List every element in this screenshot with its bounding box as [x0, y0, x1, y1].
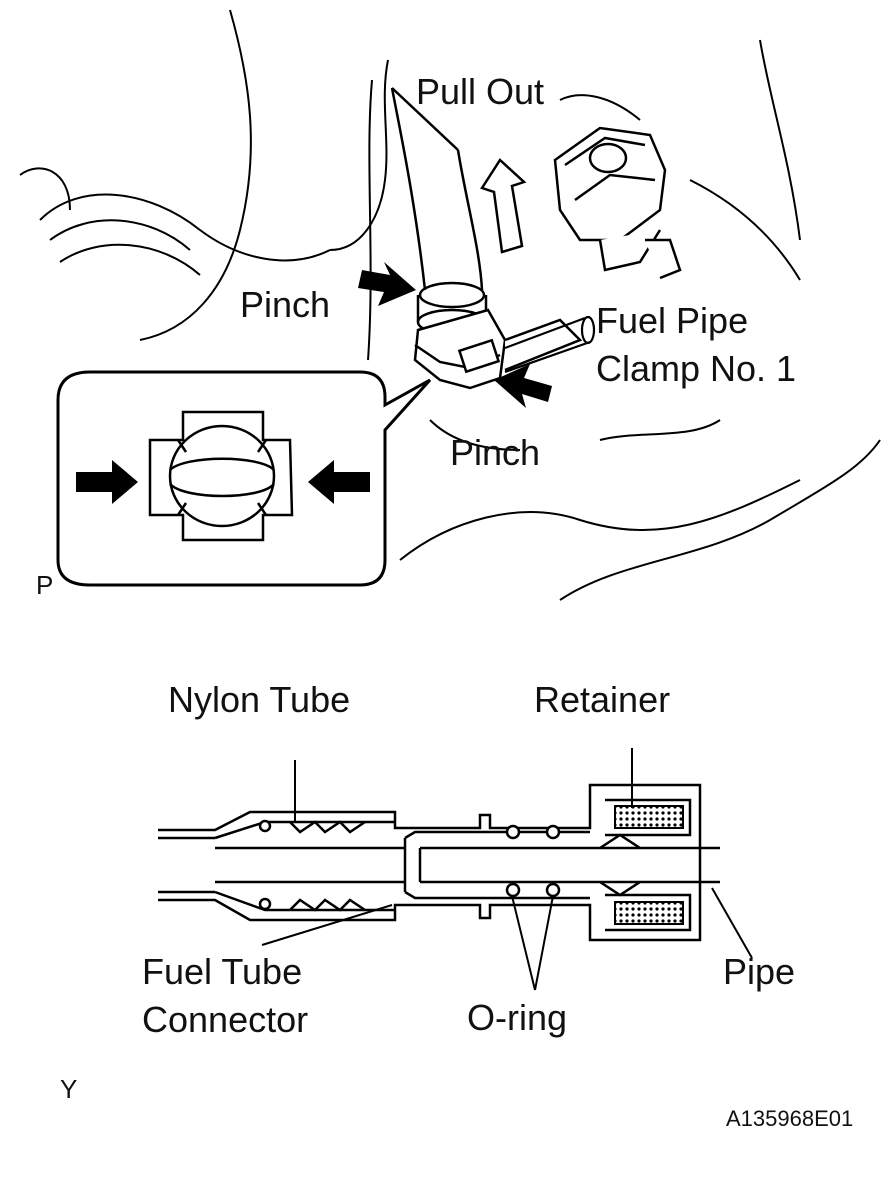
fuel-pipe	[504, 315, 596, 374]
label-pinch-lower: Pinch	[450, 432, 541, 473]
pinch-arrow-upper	[358, 262, 416, 306]
label-pinch-upper: Pinch	[240, 284, 331, 325]
label-pipe: Pipe	[723, 951, 796, 992]
figure-code: A135968E01	[726, 1106, 854, 1131]
pull-out-arrow	[480, 158, 527, 254]
marker-y: Y	[60, 1074, 78, 1104]
detail-arrow-left	[76, 460, 138, 504]
label-nylon-tube: Nylon Tube	[168, 679, 351, 720]
marker-p: P	[36, 570, 54, 600]
pinch-arrow-lower	[494, 364, 552, 408]
label-retainer: Retainer	[534, 679, 671, 720]
label-fuel-pipe-clamp-line2: Clamp No. 1	[596, 348, 797, 389]
retainer-upper	[614, 805, 684, 829]
label-fuel-tube-connector-line1: Fuel Tube	[142, 951, 303, 992]
fuel-hose	[390, 87, 488, 336]
label-fuel-pipe-clamp-line1: Fuel Pipe	[596, 300, 749, 341]
o-rings	[258, 819, 561, 911]
quick-connector	[413, 308, 583, 390]
detail-arrow-right	[308, 460, 370, 504]
engine-bay-background	[19, 9, 881, 601]
label-o-ring: O-ring	[467, 997, 568, 1038]
detail-connector-endview	[148, 410, 294, 542]
label-fuel-tube-connector-line2: Connector	[142, 999, 309, 1040]
label-pull-out: Pull Out	[416, 71, 545, 112]
leader-lines	[261, 748, 753, 991]
retainer-lower	[614, 901, 684, 925]
fuel-pipe-clamp	[553, 126, 682, 280]
